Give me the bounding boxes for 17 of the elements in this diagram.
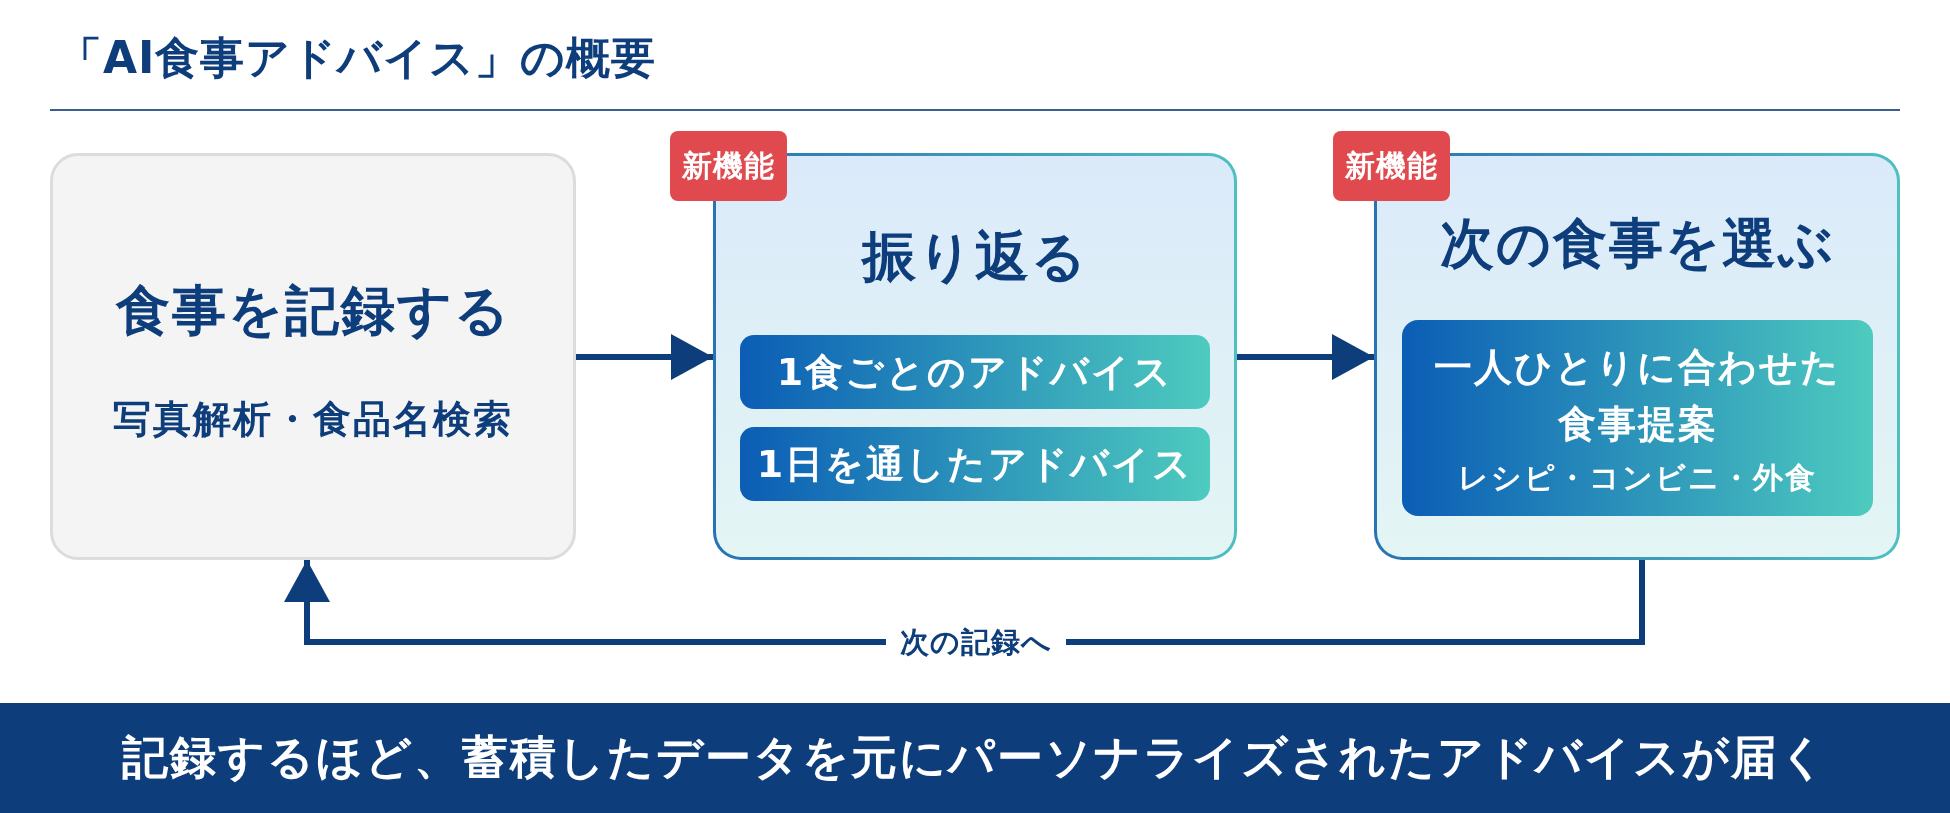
- advice-pill: 1日を通したアドバイス: [740, 427, 1210, 501]
- step-heading: 次の食事を選ぶ: [1439, 211, 1835, 278]
- arrow: [1237, 334, 1374, 380]
- arrow: [284, 560, 1645, 645]
- arrow: [576, 334, 713, 380]
- advice-pill: 1食ごとのアドバイス: [740, 335, 1210, 409]
- summary-banner: 記録するほど、蓄積したデータを元にパーソナライズされたアドバイスが届く: [0, 703, 1950, 813]
- step-heading: 振り返る: [862, 224, 1088, 291]
- page-title: 「AI食事アドバイス」の概要: [58, 31, 657, 85]
- suggestion-panel: [1402, 320, 1873, 516]
- step-text: 写真解析・食品名検索: [113, 396, 513, 444]
- new-feature-badge: 新機能: [1333, 131, 1450, 201]
- step-heading: 食事を記録する: [115, 278, 511, 345]
- panel-text: 一人ひとりに合わせた食事提案: [1433, 344, 1842, 448]
- panel-subtext: レシピ・コンビニ・外食: [1458, 459, 1817, 497]
- new-feature-badge: 新機能: [670, 131, 787, 201]
- process-box: [50, 153, 576, 560]
